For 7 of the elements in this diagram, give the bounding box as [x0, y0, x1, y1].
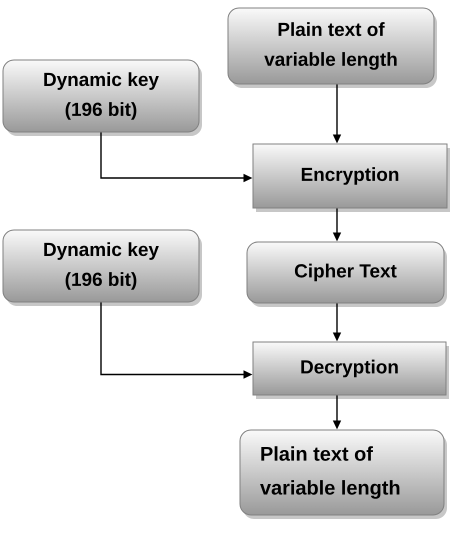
- rounded-box: Plain text of variable length: [240, 430, 447, 519]
- rounded-box: Dynamic key (196 bit): [2, 60, 202, 136]
- rounded-box: Plain text of variable length: [228, 8, 437, 88]
- process-box: Decryption: [252, 342, 449, 399]
- rounded-box: Dynamic key (196 bit): [2, 230, 202, 306]
- process-box: Encryption: [252, 144, 450, 212]
- rounded-box: Cipher Text: [246, 242, 447, 307]
